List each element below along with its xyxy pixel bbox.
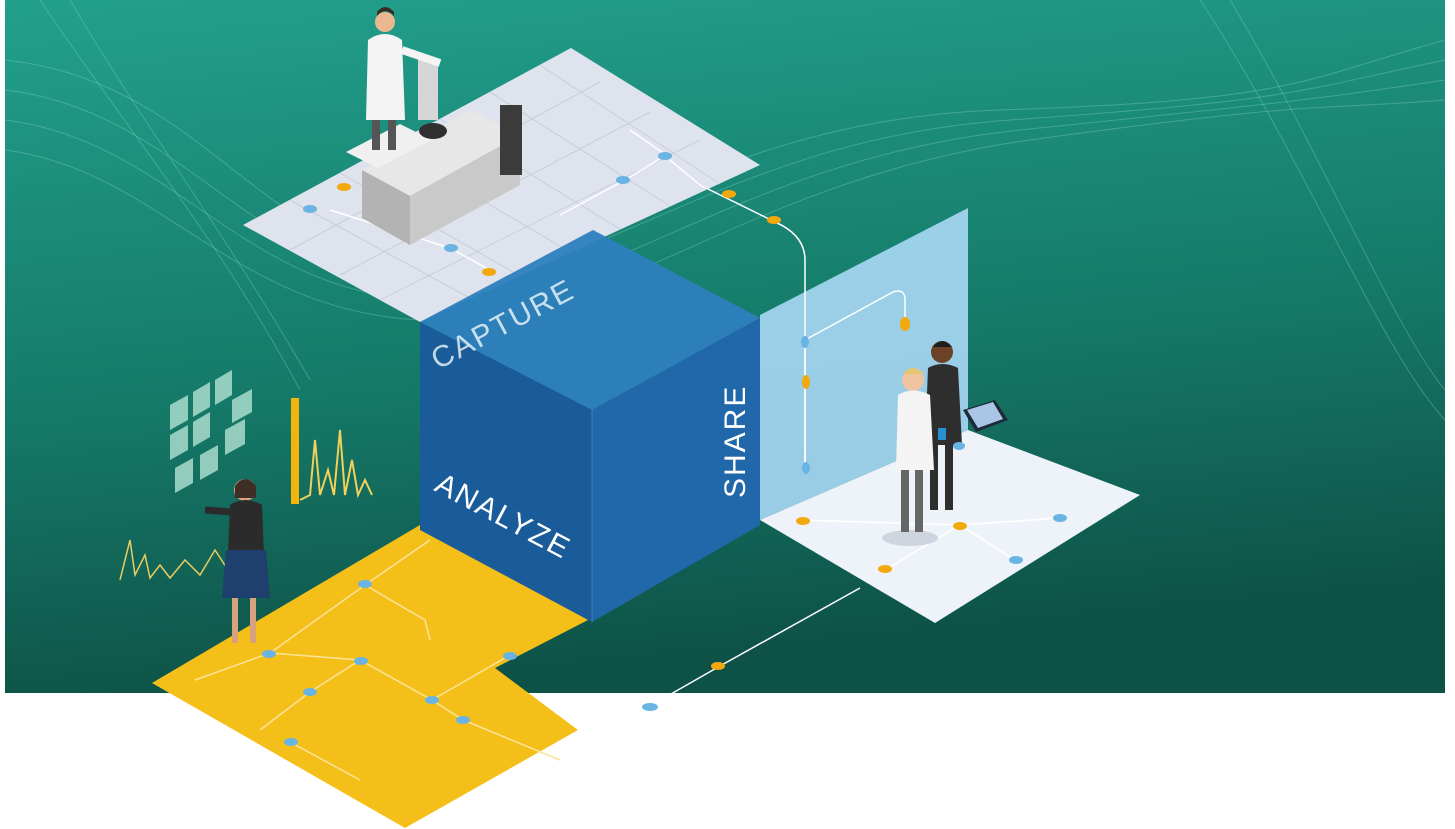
cube-right-face	[592, 318, 760, 622]
cube-top-face	[420, 230, 760, 410]
analyst-woman-icon	[204, 479, 270, 643]
scientist-at-instrument-icon	[366, 7, 442, 150]
share-label: SHARE	[719, 385, 752, 498]
connector-nodes	[262, 152, 1067, 746]
two-scientists-with-tablet-icon	[882, 341, 1008, 546]
data-tiles-icon	[170, 370, 252, 493]
cube-left-face	[420, 322, 592, 622]
chromatogram-icon	[119, 398, 373, 581]
wave-lines	[4, 0, 1446, 421]
